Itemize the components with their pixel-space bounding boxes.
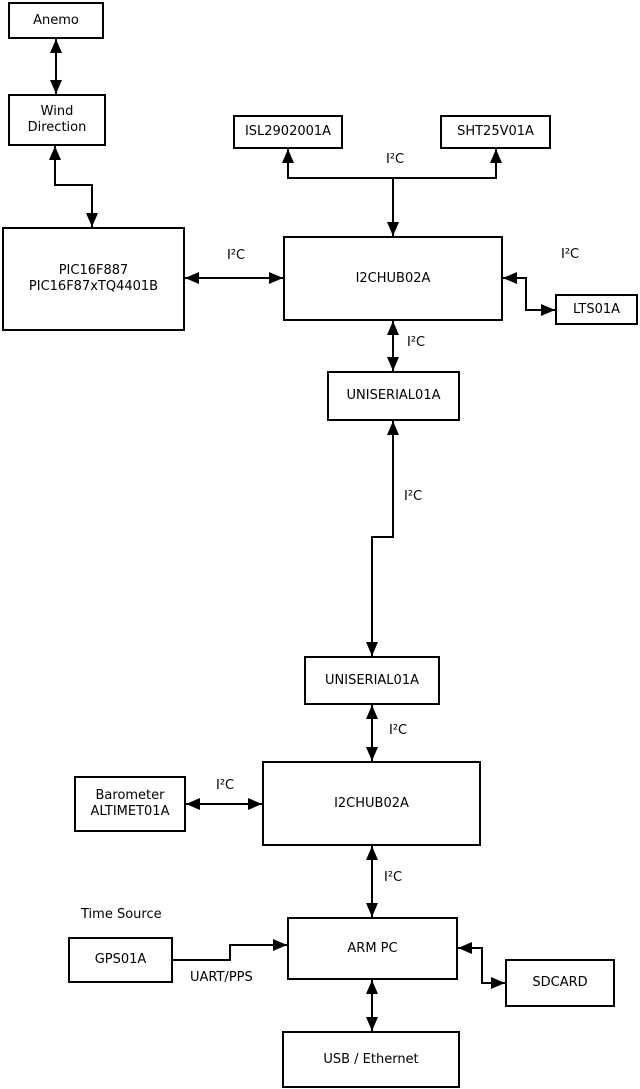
connector-i2chub-lts [503,272,555,316]
edge-label-uart-pps: UART/PPS [190,970,253,985]
edge-label-i2c-hub2-armpc: I²C [384,870,403,885]
connector-gps-armpc [173,939,287,961]
node-lts-temperature-sensor: LTS01A [555,294,638,325]
node-anemometer: Anemo [8,2,104,39]
edge-label-i2c-lts: I²C [561,247,580,262]
node-i2c-hub-top: I2CHUB02A [283,236,503,321]
edge-label-i2c-uniserial-hub2: I²C [389,723,408,738]
node-arm-pc: ARM PC [287,917,458,980]
node-usb-ethernet: USB / Ethernet [282,1031,460,1088]
edge-label-i2c-barometer: I²C [216,778,235,793]
node-isl-light-sensor: ISL2902001A [233,115,343,149]
edge-label-i2c-pic: I²C [227,248,246,263]
node-wind-direction: Wind Direction [8,94,106,146]
node-i2c-hub-bottom: I2CHUB02A [262,761,481,846]
edge-label-i2c-long-link: I²C [404,489,423,504]
edge-label-i2c-sensor-bus: I²C [386,152,405,167]
node-barometer: Barometer ALTIMET01A [74,776,186,832]
node-gps: GPS01A [68,937,173,983]
connector-armpc-sdcard [458,942,505,989]
node-sht-humidity-sensor: SHT25V01A [440,115,551,149]
connector-wind-pic [49,146,98,227]
node-uniserial-bottom: UNISERIAL01A [304,656,440,705]
edge-label-i2c-hub-uniserial: I²C [407,335,426,350]
connector-uniserial-uniserial [366,421,399,656]
node-uniserial-top: UNISERIAL01A [327,371,460,421]
node-sdcard: SDCARD [505,959,615,1007]
node-pic-microcontroller: PIC16F887 PIC16F87xTQ4401B [2,227,185,331]
annotation-time-source: Time Source [81,907,162,922]
